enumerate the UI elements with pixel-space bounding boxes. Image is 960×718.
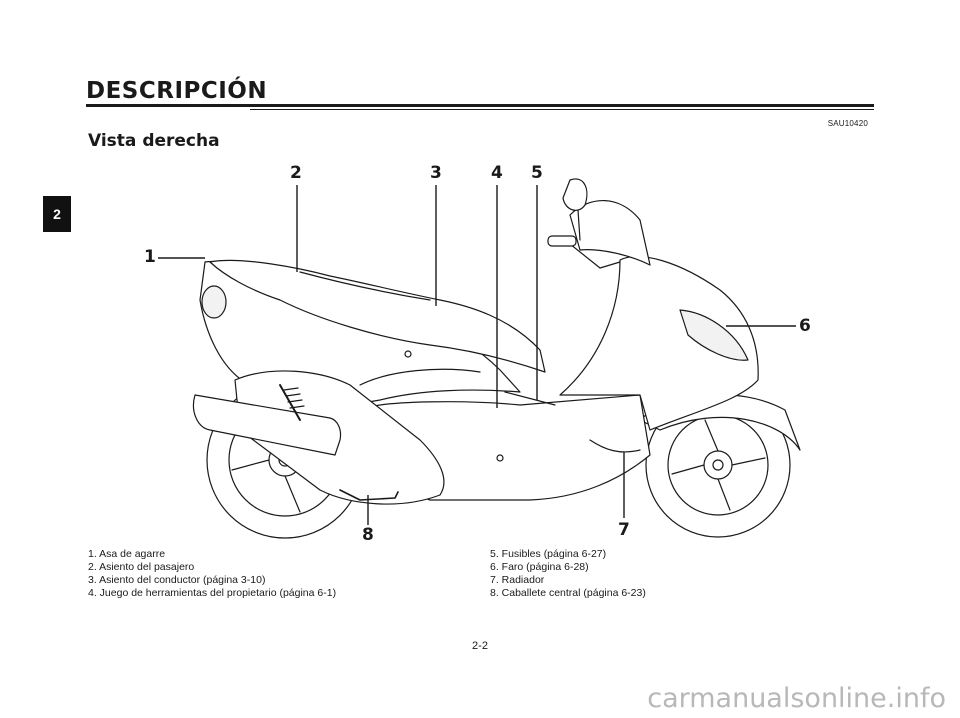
- callout-8: 8: [362, 525, 374, 545]
- center-stand: [339, 489, 399, 501]
- legend-item: 6. Faro (página 6-28): [490, 561, 589, 573]
- chapter-tab: 2: [43, 196, 71, 232]
- callout-3: 3: [430, 163, 442, 183]
- legend-item: 3. Asiento del conductor (página 3-10): [88, 574, 266, 586]
- callout-7: 7: [618, 520, 630, 540]
- view-subtitle: Vista derecha: [88, 131, 220, 151]
- section-title: DESCRIPCIÓN: [86, 78, 268, 104]
- mirror: [562, 178, 588, 211]
- legend-item: 7. Radiador: [490, 574, 545, 586]
- legend-item: 5. Fusibles (página 6-27): [490, 548, 607, 560]
- front-shield: [559, 256, 759, 431]
- legend-item: 8. Caballete central (página 6-23): [490, 587, 646, 599]
- callout-1: 1: [144, 247, 156, 267]
- callout-4: 4: [491, 163, 503, 183]
- title-rule: [86, 104, 874, 107]
- callout-2: 2: [290, 163, 302, 183]
- document-code: SAU10420: [827, 119, 868, 128]
- legend-left: 1. Asa de agarre 2. Asiento del pasajero…: [88, 548, 336, 600]
- callout-6: 6: [799, 316, 811, 336]
- legend-item: 2. Asiento del pasajero: [88, 561, 195, 573]
- muffler: [192, 394, 342, 456]
- legend-right: 5. Fusibles (página 6-27) 6. Faro (págin…: [490, 548, 646, 600]
- front-wheel: [645, 392, 791, 538]
- legend-item: 1. Asa de agarre: [88, 548, 166, 560]
- windshield: [569, 200, 651, 266]
- tail-light: [201, 285, 227, 319]
- rear-shock: [279, 384, 301, 421]
- legend-item: 4. Juego de herramientas del propietario…: [88, 587, 337, 599]
- watermark: carmanualsonline.info: [647, 683, 946, 714]
- floorboard: [359, 394, 651, 501]
- rear-wheel: [206, 381, 364, 539]
- rear-cowl: [199, 260, 521, 405]
- page-number: 2-2: [472, 640, 488, 652]
- front-fender: [639, 394, 801, 451]
- steering-column: [564, 239, 621, 269]
- seat: [209, 259, 546, 373]
- callout-5: 5: [531, 163, 543, 183]
- headlight: [679, 309, 749, 361]
- handle-grip: [547, 235, 577, 247]
- engine-unit: [234, 370, 445, 505]
- title-rule-thin: [250, 109, 874, 110]
